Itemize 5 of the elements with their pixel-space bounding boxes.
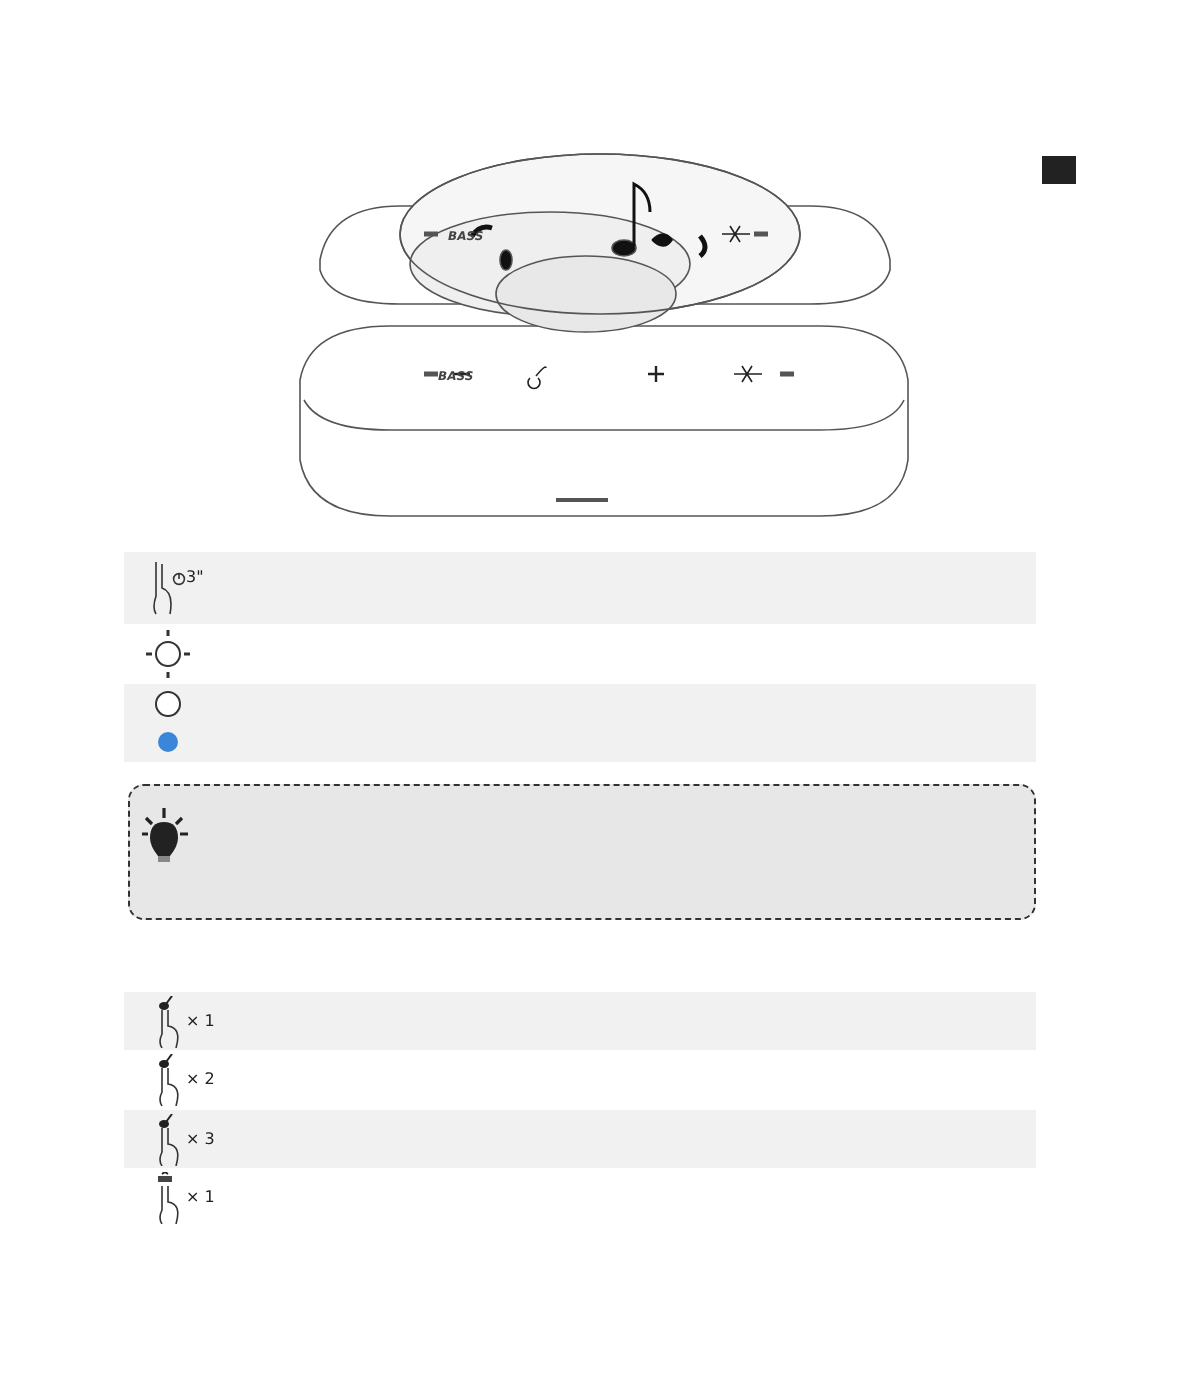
- tap-count: × 1: [186, 1188, 215, 1206]
- tap-count: × 3: [186, 1130, 215, 1148]
- duration-text: 3": [186, 568, 204, 586]
- tap-count: × 1: [186, 1012, 215, 1030]
- tap-count: × 2: [186, 1070, 215, 1088]
